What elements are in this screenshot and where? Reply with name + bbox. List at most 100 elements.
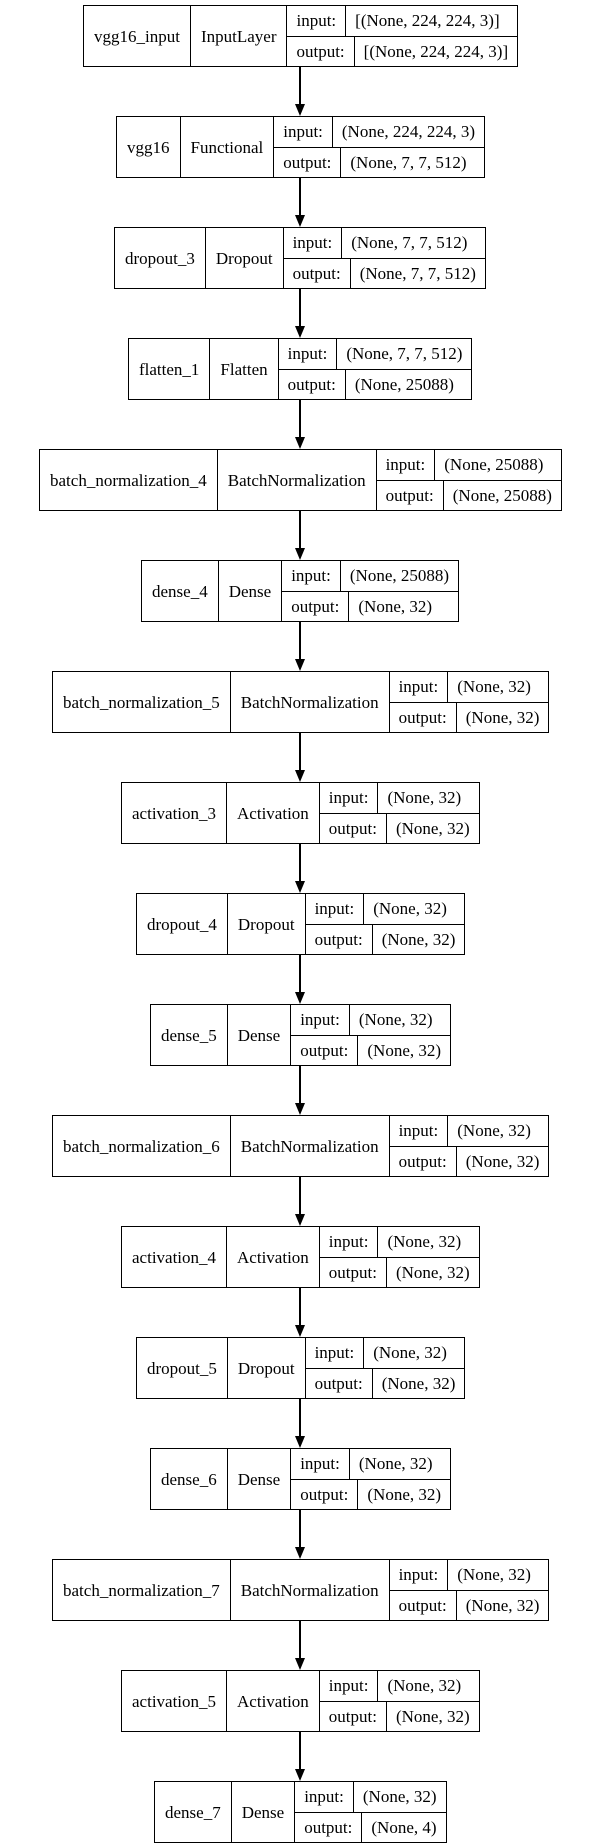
edge-line <box>299 178 301 217</box>
output-label: output: <box>385 485 434 505</box>
layer-type: Functional <box>179 117 274 177</box>
io-block: input: (None, 25088) output: (None, 2508… <box>375 450 561 510</box>
output-shape: (None, 7, 7, 512) <box>340 147 475 177</box>
layer-name: vgg16 <box>127 137 170 157</box>
layer-node-batch_normalization_6: batch_normalization_6 BatchNormalization… <box>52 1115 550 1177</box>
input-shape: (None, 32) <box>363 894 456 924</box>
output-shape: [(None, 224, 224, 3)] <box>353 36 517 66</box>
output-label: output: <box>314 929 363 949</box>
layer-node-activation_5: activation_5 Activation input: (None, 32… <box>121 1670 480 1732</box>
output-shape: (None, 32) <box>455 1146 549 1176</box>
input-row: input: (None, 32) <box>291 1449 450 1479</box>
layer-name: dense_7 <box>165 1802 221 1822</box>
edge-arrow <box>295 1399 305 1448</box>
layer-name: activation_3 <box>132 803 217 823</box>
input-label: input: <box>291 566 331 586</box>
layer-node-activation_4: activation_4 Activation input: (None, 32… <box>121 1226 480 1288</box>
output-label: output: <box>283 152 332 172</box>
output-label: output: <box>328 1262 377 1282</box>
io-block: input: (None, 32) output: (None, 32) <box>304 1338 465 1398</box>
edge-line <box>299 733 301 772</box>
edge-arrow <box>295 178 305 227</box>
output-row: output: (None, 32) <box>389 701 549 732</box>
layer-type: Activation <box>226 1227 319 1287</box>
output-row: output: (None, 25088) <box>376 479 561 510</box>
edge-line <box>299 622 301 661</box>
arrowhead-icon <box>295 1658 305 1670</box>
output-shape: (None, 32) <box>455 1590 549 1620</box>
input-shape: (None, 25088) <box>434 450 552 480</box>
arrowhead-icon <box>295 1103 305 1115</box>
input-label: input: <box>385 455 426 475</box>
output-shape: (None, 4) <box>361 1812 445 1842</box>
layer-name: dense_6 <box>161 1469 217 1489</box>
output-row: output: (None, 32) <box>389 1589 549 1620</box>
input-row: input: (None, 25088) <box>282 561 458 591</box>
layer-name: batch_normalization_6 <box>63 1136 220 1156</box>
layer-name: dropout_4 <box>147 914 217 934</box>
input-shape: (None, 32) <box>447 1560 540 1590</box>
io-block: input: (None, 32) output: (None, 32) <box>318 1227 479 1287</box>
input-label: input: <box>300 1010 340 1030</box>
io-block: input: [(None, 224, 224, 3)] output: [(N… <box>286 6 518 66</box>
edge-arrow <box>295 1288 305 1337</box>
input-row: input: (None, 7, 7, 512) <box>279 339 472 369</box>
layer-node-activation_3: activation_3 Activation input: (None, 32… <box>121 782 480 844</box>
io-block: input: (None, 32) output: (None, 32) <box>388 672 549 732</box>
layer-type: Activation <box>226 783 319 843</box>
output-row: output: (None, 32) <box>305 1367 465 1398</box>
layer-name: flatten_1 <box>139 359 200 379</box>
io-block: input: (None, 32) output: (None, 32) <box>290 1449 451 1509</box>
input-row: input: (None, 32) <box>320 783 479 813</box>
edge-arrow <box>295 1066 305 1115</box>
output-row: output: [(None, 224, 224, 3)] <box>287 35 518 66</box>
io-block: input: (None, 32) output: (None, 32) <box>304 894 465 954</box>
input-row: input: (None, 25088) <box>377 450 561 480</box>
input-label: input: <box>314 899 355 919</box>
io-block: input: (None, 32) output: (None, 32) <box>318 783 479 843</box>
output-label: output: <box>300 1484 349 1504</box>
layer-name: vgg16_input <box>94 26 180 46</box>
output-label: output: <box>304 1817 353 1837</box>
input-label: input: <box>398 677 439 697</box>
input-shape: (None, 32) <box>447 672 540 702</box>
layer-node-dense_7: dense_7 Dense input: (None, 32) output: … <box>154 1781 447 1843</box>
edge-arrow <box>295 1621 305 1670</box>
arrowhead-icon <box>295 770 305 782</box>
input-label: input: <box>296 11 337 31</box>
input-shape: (None, 32) <box>348 1449 442 1479</box>
io-block: input: (None, 32) output: (None, 32) <box>318 1671 479 1731</box>
output-shape: (None, 32) <box>385 813 479 843</box>
output-shape: (None, 25088) <box>442 480 561 510</box>
io-block: input: (None, 32) output: (None, 32) <box>290 1005 451 1065</box>
input-shape: (None, 25088) <box>339 561 458 591</box>
layer-node-vgg16_input: vgg16_input InputLayer input: [(None, 22… <box>83 5 519 67</box>
input-label: input: <box>328 1676 369 1696</box>
layer-type: Dense <box>226 1005 290 1065</box>
output-label: output: <box>398 1151 447 1171</box>
layer-type: Flatten <box>209 339 277 399</box>
input-shape: (None, 32) <box>363 1338 456 1368</box>
input-shape: (None, 7, 7, 512) <box>336 339 471 369</box>
arrowhead-icon <box>295 215 305 227</box>
edge-line <box>299 400 301 439</box>
layer-name: activation_5 <box>132 1691 217 1711</box>
layer-node-vgg16: vgg16 Functional input: (None, 224, 224,… <box>116 116 486 178</box>
output-shape: (None, 32) <box>385 1257 479 1287</box>
output-shape: (None, 32) <box>455 702 549 732</box>
io-block: input: (None, 32) output: (None, 32) <box>388 1116 549 1176</box>
output-label: output: <box>328 1706 377 1726</box>
output-row: output: (None, 32) <box>291 1478 451 1509</box>
layer-node-dropout_3: dropout_3 Dropout input: (None, 7, 7, 51… <box>114 227 486 289</box>
output-row: output: (None, 32) <box>305 923 465 954</box>
input-row: input: (None, 32) <box>390 1116 549 1146</box>
input-label: input: <box>314 1343 355 1363</box>
edge-arrow <box>295 511 305 560</box>
input-shape: (None, 32) <box>447 1116 540 1146</box>
layer-node-dense_6: dense_6 Dense input: (None, 32) output: … <box>150 1448 452 1510</box>
input-label: input: <box>300 1454 340 1474</box>
edge-arrow <box>295 67 305 116</box>
layer-type: BatchNormalization <box>229 1560 389 1620</box>
input-shape: (None, 32) <box>352 1782 446 1812</box>
